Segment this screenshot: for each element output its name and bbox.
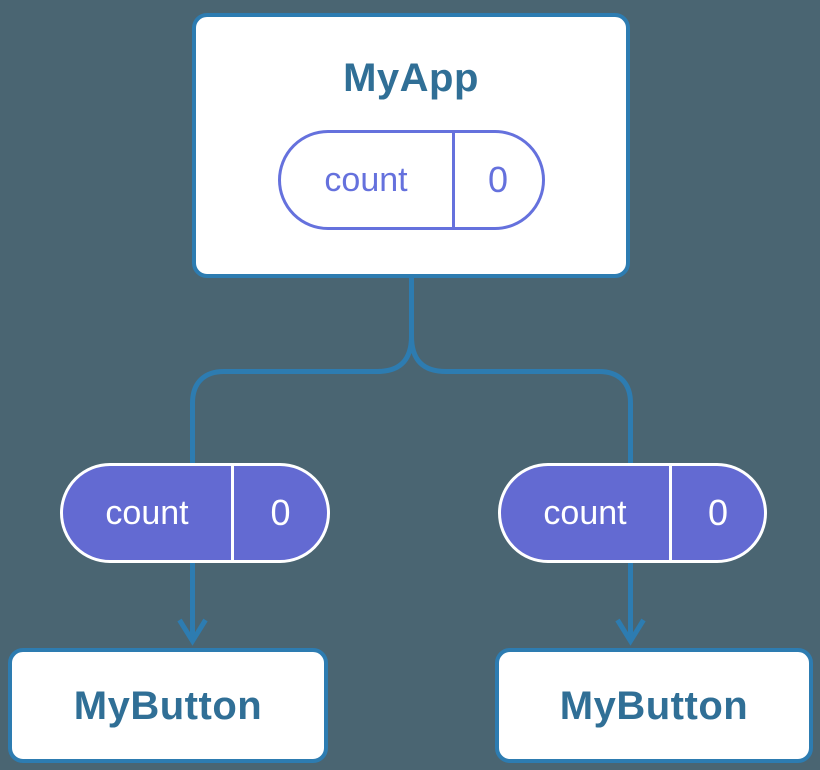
component-name: MyApp [343, 56, 479, 100]
left-state-pill: count 0 [60, 463, 330, 563]
state-label: count [543, 493, 627, 532]
arrow-left-head-icon [177, 618, 208, 646]
component-name: MyButton [73, 683, 263, 728]
right-state-pill: count 0 [498, 463, 767, 563]
component-name: MyButton [559, 683, 749, 728]
state-value: 0 [231, 466, 327, 560]
state-value: 0 [669, 466, 764, 560]
branch-left-line [190, 278, 414, 463]
state-label: count [105, 493, 189, 532]
mybutton-card-left: MyButton [8, 648, 328, 763]
state-label: count [324, 160, 408, 199]
arrow-right-head-icon [615, 618, 646, 646]
state-value: 0 [451, 133, 542, 227]
mybutton-card-right: MyButton [495, 648, 813, 763]
branch-right-line [409, 278, 633, 463]
myapp-card: MyApp count 0 [192, 13, 630, 278]
root-state-pill: count 0 [277, 130, 545, 230]
